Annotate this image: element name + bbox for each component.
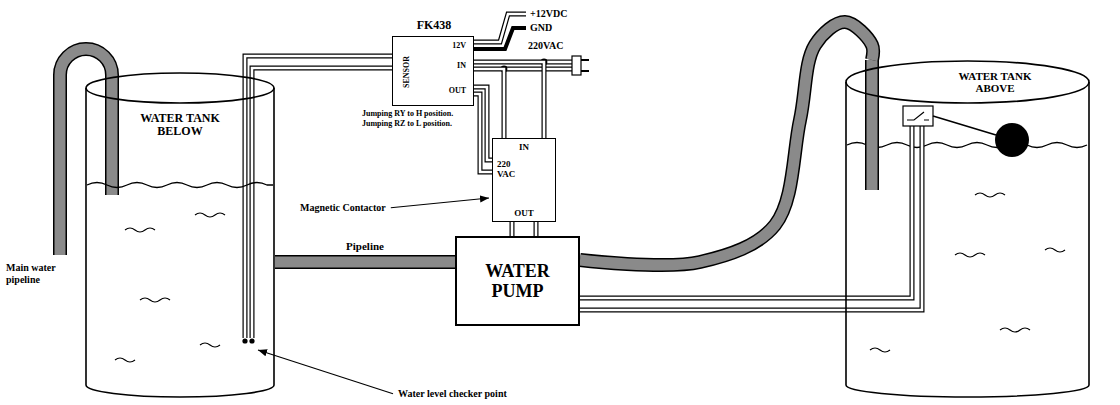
wire-segment xyxy=(580,309,845,312)
float-wire xyxy=(845,126,922,310)
inlet-label: Main water pipeline xyxy=(6,262,76,285)
sensor-wire xyxy=(244,72,247,338)
wire-segment xyxy=(252,68,392,72)
mains-wire xyxy=(544,60,572,65)
tank-wall xyxy=(86,88,274,397)
mains-wire xyxy=(504,67,572,72)
wire-segment xyxy=(474,94,492,172)
module-name: FK438 xyxy=(373,19,495,32)
pipe-segment xyxy=(275,257,455,268)
sensor-cable xyxy=(245,56,392,72)
pipe-segment xyxy=(580,22,873,265)
supply-label: 220VAC xyxy=(528,40,563,52)
wire-segment xyxy=(511,222,514,236)
wave-mark xyxy=(200,343,220,347)
wire-segment xyxy=(580,308,845,313)
callout-label: Magnetic Contactor xyxy=(300,202,386,214)
tank-rim xyxy=(86,73,274,103)
leader-line xyxy=(258,350,393,394)
wire-segment xyxy=(474,87,492,160)
water-surface xyxy=(87,183,273,188)
switch-symbol xyxy=(907,112,929,120)
float-switch-cable xyxy=(580,298,845,310)
tank-wall xyxy=(846,82,1089,397)
mains-wire xyxy=(544,61,572,64)
wire-segment xyxy=(245,56,392,72)
supply-label: +12VDC xyxy=(530,8,567,20)
water-tank: WATER TANK BELOW xyxy=(85,72,275,397)
pipe-segment xyxy=(275,255,455,269)
coil-label: 220 VAC xyxy=(497,159,523,179)
wire-segment xyxy=(580,297,845,300)
mains-wire xyxy=(504,68,572,71)
sensor-probe xyxy=(242,338,247,343)
wave-mark xyxy=(115,358,135,362)
float-ball xyxy=(995,123,1029,157)
terminal-label: IN xyxy=(493,142,555,152)
sensor-wire xyxy=(250,72,255,338)
wire-segment xyxy=(534,222,539,236)
wave-mark xyxy=(870,348,890,352)
water-pipe xyxy=(580,22,873,265)
wire-segment xyxy=(535,222,538,236)
wave-mark xyxy=(195,213,225,217)
float-switch xyxy=(903,106,933,126)
sensor-wire xyxy=(243,72,248,338)
wire-segment xyxy=(252,68,392,72)
power-cable xyxy=(512,222,536,236)
wave-mark xyxy=(955,253,985,257)
wave-mark xyxy=(125,228,155,232)
terminal-label: SENSOR xyxy=(403,56,412,88)
water-surface xyxy=(847,143,1087,148)
water-tank: WATER TANK ABOVE xyxy=(845,60,1090,397)
tank-rim xyxy=(846,61,1089,103)
wire-segment xyxy=(245,56,392,72)
float-wire xyxy=(845,126,912,298)
outlet-pipe xyxy=(867,60,878,190)
terminal-label: OUT xyxy=(449,87,466,96)
sensor-wire xyxy=(251,72,254,338)
float-lever xyxy=(933,116,996,135)
wave-mark xyxy=(1000,328,1030,332)
callout-label: Water level checker point xyxy=(398,388,507,400)
ground-wire xyxy=(474,28,526,49)
power-plug xyxy=(572,56,581,75)
sensor-probe xyxy=(249,338,254,343)
tank-label: WATER TANK BELOW xyxy=(130,112,230,139)
float-wire xyxy=(845,126,922,310)
tank-outline xyxy=(845,60,1090,397)
pipe-label: Pipeline xyxy=(344,240,386,253)
wire-segment xyxy=(474,87,492,160)
jumper-note: Jumping RZ to L position. xyxy=(362,119,452,128)
wave-mark xyxy=(975,193,1005,197)
wire-segment xyxy=(580,296,845,301)
wire-segment xyxy=(474,94,492,172)
wave-mark xyxy=(1045,248,1065,252)
wave-mark xyxy=(140,298,170,302)
terminal-label: OUT xyxy=(493,208,555,218)
tank-label: WATER TANK ABOVE xyxy=(949,70,1041,95)
water-pipe xyxy=(275,262,455,263)
wire-segment xyxy=(510,222,515,236)
jumper-note: Jumping RY to H position. xyxy=(362,109,453,118)
pump-label: WATER PUMP xyxy=(477,261,558,301)
controller-module: FK438SENSOR12VINOUT xyxy=(392,36,474,106)
magnetic-contactor: IN 220 VAC OUT xyxy=(492,138,556,222)
terminal-label: IN xyxy=(457,62,466,71)
plug-prongs xyxy=(581,60,589,71)
terminal-label: 12V xyxy=(452,42,466,51)
leader-line xyxy=(391,198,489,208)
water-pump: WATER PUMP xyxy=(455,236,580,326)
float-wire xyxy=(845,126,912,298)
pipe-segment xyxy=(580,22,873,265)
outlet-pipe xyxy=(865,60,879,190)
control-cable xyxy=(474,87,492,172)
supply-label: GND xyxy=(530,22,552,34)
